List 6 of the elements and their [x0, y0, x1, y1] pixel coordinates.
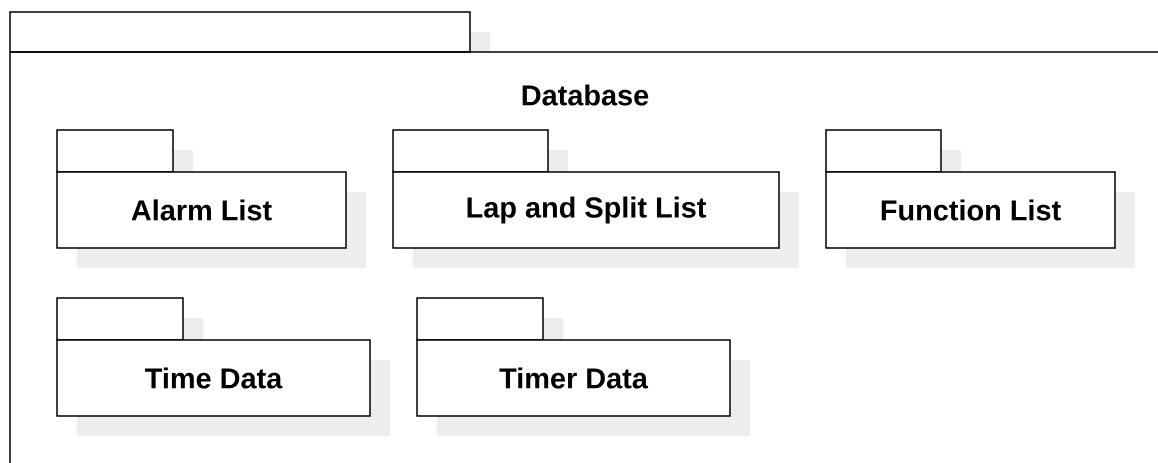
package-box: Lap and Split List — [392, 129, 799, 268]
package-box: Timer Data — [416, 297, 750, 436]
package-box: Time Data — [56, 297, 390, 436]
package-box: Function List — [825, 129, 1135, 268]
node-label: Database — [522, 84, 649, 106]
package-box: Alarm List — [56, 129, 366, 268]
